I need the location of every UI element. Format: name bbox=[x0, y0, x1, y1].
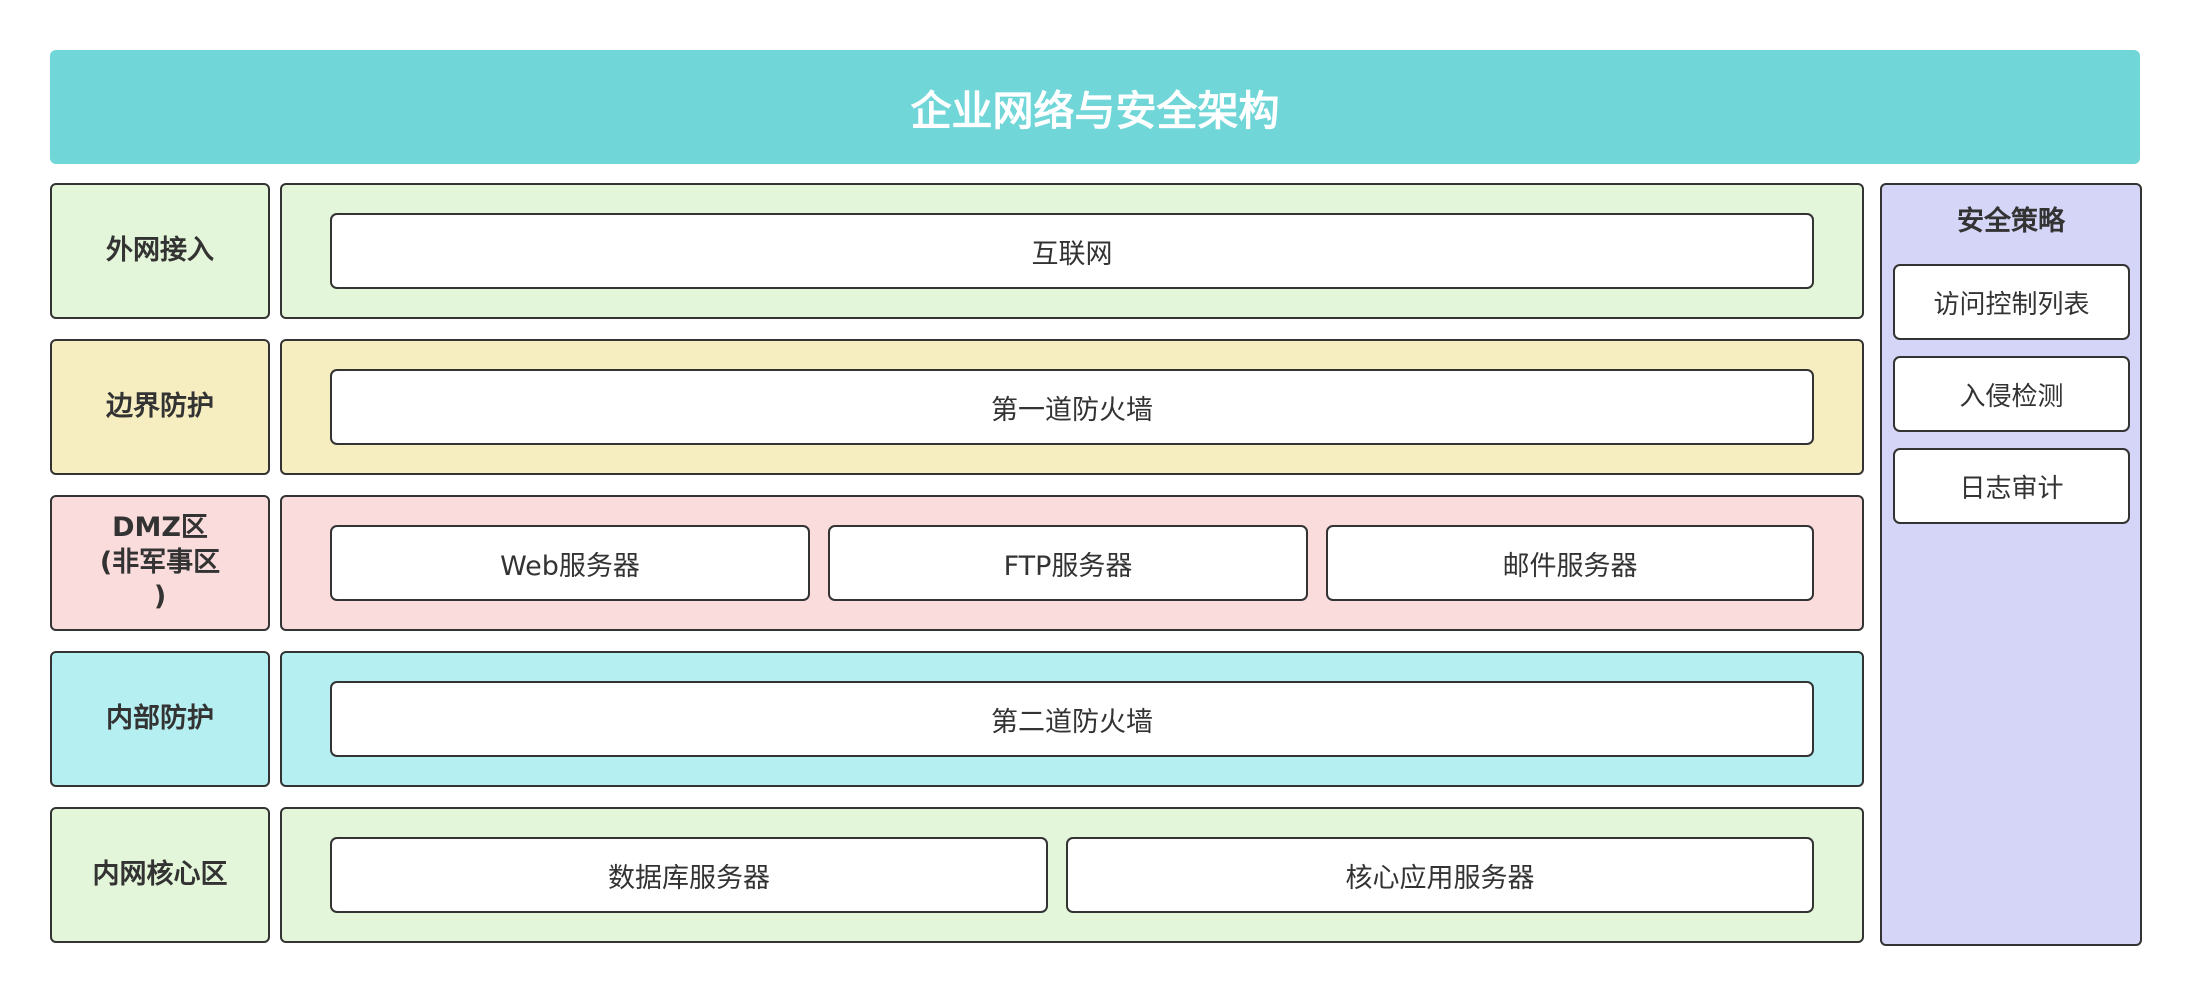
layer-label-external-access: 外网接入 bbox=[50, 183, 270, 319]
layer-core-network: 数据库服务器 核心应用服务器 bbox=[280, 807, 1864, 943]
node-web-server: Web服务器 bbox=[330, 525, 810, 601]
node-first-firewall: 第一道防火墙 bbox=[330, 369, 1814, 445]
diagram-title: 企业网络与安全架构 bbox=[910, 87, 1280, 135]
layer-label-internal-protection: 内部防护 bbox=[50, 651, 270, 787]
layer-external-access: 互联网 bbox=[280, 183, 1864, 319]
layer-label-dmz: DMZ区 (非军事区 ) bbox=[50, 495, 270, 631]
policy-item-access-control-list: 访问控制列表 bbox=[1893, 264, 2130, 340]
node-second-firewall: 第二道防火墙 bbox=[330, 681, 1814, 757]
layer-internal-protection: 第二道防火墙 bbox=[280, 651, 1864, 787]
layer-perimeter-protection: 第一道防火墙 bbox=[280, 339, 1864, 475]
layer-label-core-network: 内网核心区 bbox=[50, 807, 270, 943]
layer-dmz: Web服务器 FTP服务器 邮件服务器 bbox=[280, 495, 1864, 631]
node-mail-server: 邮件服务器 bbox=[1326, 525, 1814, 601]
policy-item-intrusion-detection: 入侵检测 bbox=[1893, 356, 2130, 432]
title-bar: 企业网络与安全架构 bbox=[50, 50, 2140, 164]
policy-item-log-audit: 日志审计 bbox=[1893, 448, 2130, 524]
security-policy-title: 安全策略 bbox=[1957, 206, 2065, 237]
layer-label-perimeter-protection: 边界防护 bbox=[50, 339, 270, 475]
security-policy-panel: 安全策略 访问控制列表 入侵检测 日志审计 bbox=[1880, 183, 2142, 946]
node-ftp-server: FTP服务器 bbox=[828, 525, 1308, 601]
node-internet: 互联网 bbox=[330, 213, 1814, 289]
node-database-server: 数据库服务器 bbox=[330, 837, 1048, 913]
node-core-app-server: 核心应用服务器 bbox=[1066, 837, 1814, 913]
